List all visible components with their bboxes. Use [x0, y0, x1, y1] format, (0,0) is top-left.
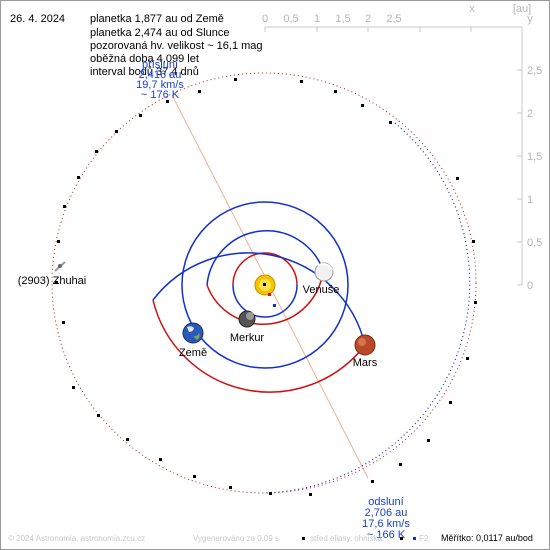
perihelion-speed: 19,7 km/s	[136, 79, 184, 91]
x-tick-label: 0	[262, 13, 268, 25]
venus-orbit-south	[206, 269, 324, 325]
y-axis-name: y	[527, 13, 533, 25]
sun	[254, 274, 276, 307]
x-tick-label: 1,5	[335, 13, 350, 25]
date-label: 26. 4. 2024	[10, 13, 65, 25]
perihelion-temperature: ~ 176 K	[141, 89, 180, 101]
legend-text: střed elipsy, ohniska:	[310, 534, 384, 543]
planet-orbits	[152, 201, 366, 393]
asteroid-orbit-south-dots	[263, 122, 471, 494]
mercury-label: Merkur	[230, 332, 265, 344]
x-axis: 0 0,5 1 1,5 2 2,5 x [au]	[262, 3, 531, 32]
perihelion-label: přísluní 2,416 au 19,7 km/s ~ 176 K	[136, 59, 184, 101]
info-line-interval: interval bodů 37,4 dnů	[90, 66, 199, 78]
x-tick-label: 2	[365, 13, 371, 25]
venus-orbit-north	[206, 230, 324, 286]
aphelion-temperature: ~ 166 K	[367, 529, 406, 541]
x-tick-label: 2,5	[386, 13, 401, 25]
x-tick-label: 0,5	[283, 13, 298, 25]
y-tick-label: 1,5	[527, 151, 542, 163]
legend-f2-text: F2	[419, 534, 429, 543]
mars-orbit-north	[152, 252, 366, 346]
y-tick-label: 2	[527, 108, 533, 120]
perihelion-title: přísluní	[142, 59, 178, 71]
copyright-text: © 2024 Astronomia, astronomia.zcu.cz	[8, 534, 145, 543]
aphelion-speed: 17,6 km/s	[362, 518, 410, 530]
x-axis-name: x	[469, 3, 475, 15]
venus: Venuše	[303, 262, 340, 296]
info-line-period: oběžná doba 4,099 let	[90, 53, 199, 65]
info-line-distance-earth: planetka 1,877 au od Země	[90, 13, 224, 25]
venus-icon	[314, 262, 334, 282]
mars-orbit-south	[152, 299, 366, 393]
aphelion-label: odsluní 2,706 au 17,6 km/s ~ 166 K	[362, 496, 410, 541]
venus-label: Venuše	[303, 284, 340, 296]
info-line-distance-sun: planetka 2,474 au od Slunce	[90, 27, 229, 39]
focus-marker	[268, 293, 271, 296]
footer: © 2024 Astronomia, astronomia.zcu.cz Vyg…	[8, 533, 533, 543]
mars-label: Mars	[353, 357, 378, 369]
scale-text: Měřítko: 0,0117 au/bod	[441, 533, 533, 543]
ellipse-center-marker	[263, 283, 266, 286]
earth-icon	[182, 322, 204, 344]
focus-f2-marker	[273, 304, 276, 307]
legend-focus-marker	[400, 537, 403, 540]
asteroid: (2903) Zhuhai	[18, 261, 87, 287]
asteroid-orbit	[51, 72, 477, 496]
aphelion-title: odsluní	[368, 496, 403, 508]
y-tick-label: 0,5	[527, 237, 542, 249]
x-tick-label: 1	[314, 13, 320, 25]
earth-orbit	[181, 201, 349, 369]
asteroid-orbit-north-dots	[51, 72, 477, 494]
mars-icon	[354, 334, 376, 356]
y-tick-label: 1	[527, 194, 533, 206]
y-tick-label: 2,5	[527, 65, 542, 77]
earth: Země	[179, 322, 207, 359]
y-axis: 2,5 2 1,5 1 0,5 0 y	[517, 13, 542, 292]
axis-unit: [au]	[513, 3, 531, 15]
info-line-magnitude: pozorovaná hv. velikost ~ 16,1 mag	[90, 40, 263, 52]
legend-f2-marker	[413, 537, 416, 540]
mercury-orbit-south	[232, 284, 298, 318]
perihelion-distance: 2,416 au	[139, 69, 182, 81]
legend-center-marker	[302, 537, 305, 540]
asteroid-label: (2903) Zhuhai	[18, 275, 87, 287]
generated-time-text: Vygenerováno za 0,09 s	[193, 534, 279, 543]
earth-label: Země	[179, 347, 207, 359]
mars: Mars	[353, 334, 378, 369]
mercury-orbit-north	[232, 252, 298, 286]
mercury: Merkur	[230, 310, 265, 344]
y-tick-label: 0	[527, 280, 533, 292]
aphelion-distance: 2,706 au	[365, 507, 408, 519]
